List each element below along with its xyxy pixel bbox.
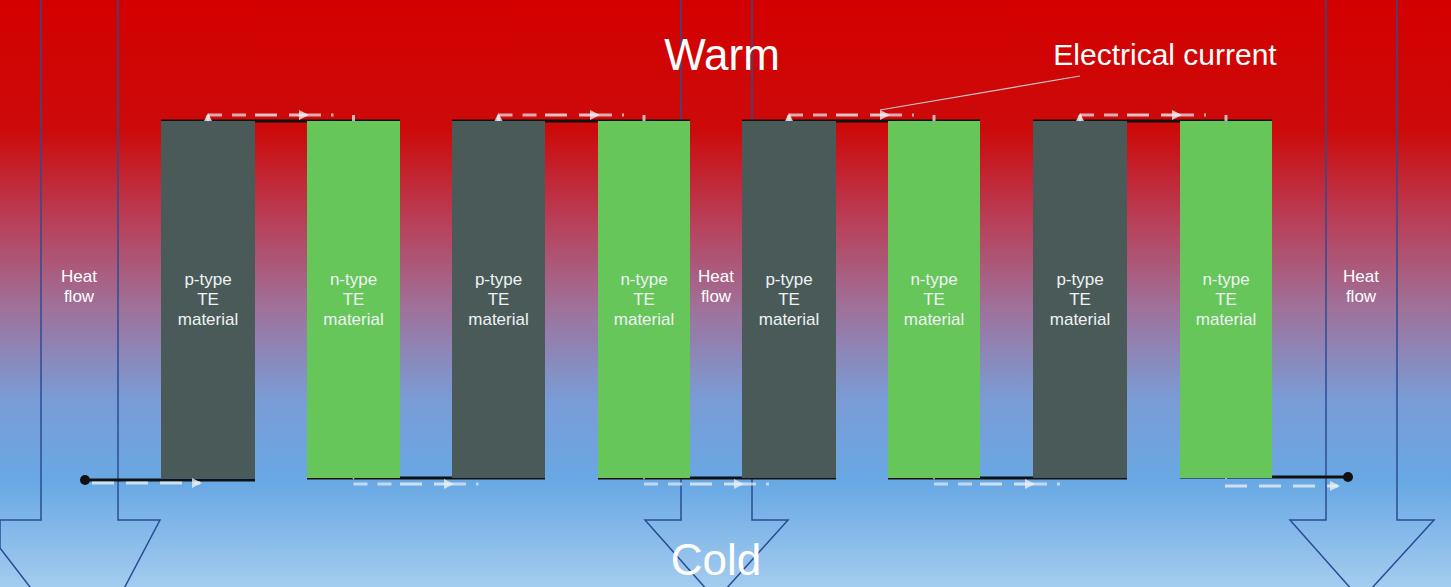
current-arrow-extension (499, 114, 546, 117)
te-leg: n-type TE material (307, 121, 400, 478)
current-arrow (980, 483, 1033, 486)
te-leg: n-type TE material (1180, 121, 1272, 478)
current-arrow-extension (208, 114, 255, 117)
te-leg: p-type TE material (452, 121, 545, 478)
current-arrow-extension (644, 483, 690, 486)
te-leg: p-type TE material (1033, 121, 1127, 478)
heat-flow-label: Heat flow (691, 267, 741, 307)
leg-label: n-type TE material (900, 270, 968, 330)
current-arrow (836, 114, 888, 117)
electrodes (85, 121, 1348, 480)
current-label: Electrical current (1053, 40, 1276, 70)
leg-label: p-type TE material (465, 270, 533, 330)
terminal (80, 475, 90, 485)
leg-label: n-type TE material (320, 270, 388, 330)
leg-label: p-type TE material (755, 270, 823, 330)
heat-flow-label: Heat flow (54, 267, 104, 307)
current-arrow-extension (1033, 483, 1060, 486)
current-arrow-extension (934, 483, 980, 486)
current-arrow-extension (888, 114, 914, 117)
current-arrow-extension (307, 114, 334, 117)
current-arrow-extension (789, 114, 836, 117)
current-arrow (255, 114, 307, 117)
current-arrow-extension (452, 483, 479, 486)
leader-line (880, 76, 1080, 110)
current-arrow (690, 483, 742, 486)
te-leg: n-type TE material (598, 121, 690, 478)
heat-flow-label: Heat flow (1336, 267, 1386, 307)
leg-label: n-type TE material (610, 270, 678, 330)
leg-label: p-type TE material (1046, 270, 1114, 330)
current-arrow (1127, 114, 1180, 117)
leg-current-arrows (208, 115, 1226, 478)
current-arrow-extension (1180, 114, 1206, 117)
wire-current-arrows (92, 483, 1338, 486)
te-leg: n-type TE material (888, 121, 980, 478)
current-arrow-extension (742, 483, 769, 486)
current-arrow-extension (1080, 114, 1127, 117)
current-arrow (400, 483, 452, 486)
current-arrow (545, 114, 598, 117)
leg-label: n-type TE material (1192, 270, 1260, 330)
terminal (1343, 472, 1353, 482)
warm-label: Warm (664, 33, 780, 77)
te-leg: p-type TE material (161, 121, 255, 478)
current-arrow-extension (354, 483, 401, 486)
current-arrow-extension (598, 114, 624, 117)
cold-label: Cold (671, 538, 762, 582)
te-leg: p-type TE material (742, 121, 836, 478)
leg-label: p-type TE material (174, 270, 242, 330)
